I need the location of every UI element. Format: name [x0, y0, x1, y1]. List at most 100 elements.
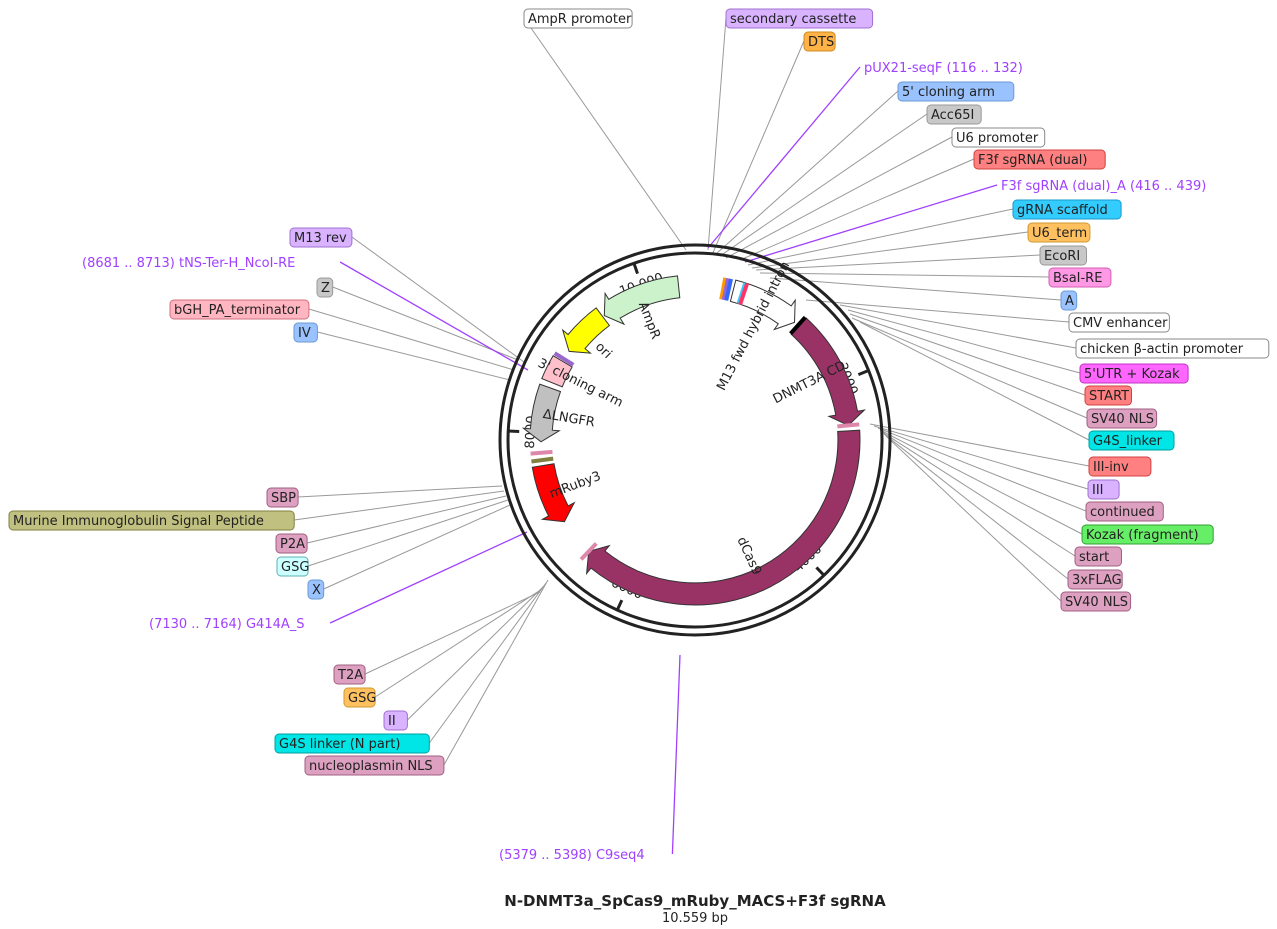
feature-callout-bsai-re[interactable]: BsaI-RE: [1048, 267, 1112, 288]
site-marker: [738, 282, 750, 305]
site-marker: [837, 422, 860, 429]
feature-callout-p2a[interactable]: P2A: [275, 533, 308, 554]
feature-callout-sv40-nls[interactable]: SV40 NLS: [1060, 591, 1132, 612]
callout-text: Kozak (fragment): [1086, 528, 1199, 543]
feature-callout-sv40-nls[interactable]: SV40 NLS: [1086, 408, 1158, 429]
ruler-tick: [815, 566, 826, 577]
feature-callout-u6-promoter[interactable]: U6 promoter: [951, 127, 1046, 148]
callout-text: G4S_linker: [1093, 434, 1163, 449]
feature-callout-f3f-sgrna-dual-a-416-439[interactable]: F3f sgRNA (dual)_A (416 .. 439): [1001, 179, 1206, 194]
feature-callout-nucleoplasmin-nls[interactable]: nucleoplasmin NLS: [304, 755, 445, 776]
site-marker: [531, 456, 554, 464]
feature-callout-7130-7164-g414a-s[interactable]: (7130 .. 7164) G414A_S: [149, 617, 305, 632]
callout-text: bGH_PA_terminator: [174, 303, 301, 318]
feature-callout-g4s-linker[interactable]: G4S_linker: [1088, 430, 1175, 451]
feature-callout-ii[interactable]: II: [383, 710, 408, 731]
feature-callout-dts[interactable]: DTS: [803, 31, 836, 52]
feature-callout-kozak-fragment[interactable]: Kozak (fragment): [1081, 524, 1214, 545]
site-marker: [721, 277, 731, 301]
feature-callout-x[interactable]: X: [307, 579, 325, 600]
callout-text: GSG: [281, 560, 309, 575]
feature-callout-5379-5398-c9seq4[interactable]: (5379 .. 5398) C9seq4: [499, 848, 645, 863]
callout-text: GSG: [348, 691, 376, 706]
feature-callout-ampr-promoter[interactable]: AmpR promoter: [523, 8, 633, 29]
feature-callout-chicken-actin-promoter[interactable]: chicken β-actin promoter: [1075, 338, 1270, 359]
feature-callout-gsg[interactable]: GSG: [343, 687, 376, 708]
feature-callout-bgh-pa-terminator[interactable]: bGH_PA_terminator: [169, 299, 310, 320]
plasmid-name: N-DNMT3a_SpCas9_mRuby_MACS+F3f sgRNA: [504, 892, 886, 910]
feature-callout-m13-rev[interactable]: M13 rev: [289, 227, 353, 248]
feature-callout-secondary-cassette[interactable]: secondary cassette: [725, 8, 874, 29]
callout-box: [316, 277, 334, 298]
callout-box: [8, 510, 295, 531]
leader-line: [298, 485, 503, 498]
feature-callout-sbp[interactable]: SBP: [266, 487, 299, 508]
backbone-inner-ring: [506, 251, 884, 629]
callout-box: [523, 8, 633, 29]
feature-callout-murine-immunoglobulin-signal-peptide[interactable]: Murine Immunoglobulin Signal Peptide: [8, 510, 295, 531]
feature-callout-t2a[interactable]: T2A: [333, 664, 366, 685]
feature-callout-iv[interactable]: IV: [293, 322, 318, 343]
feature-callout-continued[interactable]: continued: [1085, 501, 1164, 522]
leader-line: [332, 286, 519, 361]
feature-callout-start[interactable]: START: [1084, 385, 1132, 406]
callout-box: [725, 8, 874, 29]
feature-callout-cmv-enhancer[interactable]: CMV enhancer: [1068, 312, 1170, 333]
feature-callout-a[interactable]: A: [1060, 290, 1078, 311]
leader-line: [747, 208, 1014, 266]
feature-label-ampr: AmpR: [635, 300, 663, 342]
callout-text: chicken β-actin promoter: [1080, 342, 1244, 357]
callout-text: F3f sgRNA (dual)_A (416 .. 439): [1001, 179, 1206, 194]
leader-line: [869, 423, 1090, 467]
feature-ori: [561, 307, 611, 354]
callout-text: start: [1079, 550, 1109, 565]
leader-line: [879, 429, 1083, 535]
leader-line: [294, 490, 505, 521]
leader-line: [839, 304, 1077, 349]
feature-callout-iii-inv[interactable]: III-inv: [1088, 456, 1152, 477]
leader-line: [805, 299, 1070, 323]
callout-text: 5' cloning arm: [902, 85, 995, 100]
callout-box: [926, 104, 982, 125]
callout-box: [1060, 591, 1132, 612]
feature-callout-acc65i[interactable]: Acc65I: [926, 104, 982, 125]
feature-callout-grna-scaffold[interactable]: gRNA scaffold: [1012, 199, 1122, 220]
leader-line: [443, 579, 549, 766]
leader-line: [339, 261, 529, 371]
feature-callout-start[interactable]: start: [1074, 546, 1122, 567]
callout-text: SV40 NLS: [1091, 412, 1154, 427]
leader-line: [759, 272, 1050, 278]
callout-text: (8681 .. 8713) tNS-Ter-H_NcoI-RE: [82, 256, 295, 271]
ruler-tick: [508, 429, 520, 434]
feature-callout-pux21-seqf-116-132[interactable]: pUX21-seqF (116 .. 132): [864, 61, 1023, 76]
ruler-tick: [632, 262, 639, 275]
callout-text: Acc65I: [931, 108, 974, 123]
leader-line: [374, 588, 543, 698]
callout-box: [333, 664, 366, 685]
callout-text: II: [388, 714, 396, 729]
feature-callout-gsg[interactable]: GSG: [276, 556, 309, 577]
leader-line: [523, 17, 687, 251]
callout-text: III: [1092, 483, 1104, 498]
feature-callout-iii[interactable]: III: [1087, 479, 1120, 500]
callout-box: [1074, 546, 1122, 567]
leader-line: [873, 425, 1089, 490]
feature-callout-5-cloning-arm[interactable]: 5' cloning arm: [897, 81, 1015, 102]
leader-line: [671, 654, 681, 855]
feature-callout-f3f-sgrna-dual[interactable]: F3f sgRNA (dual): [973, 149, 1106, 170]
leader-line: [307, 499, 509, 567]
site-marker: [724, 278, 733, 301]
feature-callout-3xflag[interactable]: 3xFLAG: [1067, 569, 1123, 590]
callout-box: [383, 710, 408, 731]
feature-callout-g4s-linker-n-part[interactable]: G4S linker (N part): [274, 733, 430, 754]
leader-line: [769, 277, 1062, 301]
feature-callout-z[interactable]: Z: [316, 277, 334, 298]
feature-callout-u6-term[interactable]: U6_term: [1027, 222, 1091, 243]
feature-callout-8681-8713-tns-ter-h-ncoi-re[interactable]: (8681 .. 8713) tNS-Ter-H_NcoI-RE: [82, 256, 295, 271]
feature-callout-5-utr-kozak[interactable]: 5'UTR + Kozak: [1079, 363, 1189, 384]
feature-callout-ecori[interactable]: EcoRI: [1039, 245, 1087, 266]
site-marker: [553, 351, 575, 367]
callout-text: BsaI-RE: [1053, 271, 1102, 286]
callout-text: T2A: [337, 668, 363, 683]
